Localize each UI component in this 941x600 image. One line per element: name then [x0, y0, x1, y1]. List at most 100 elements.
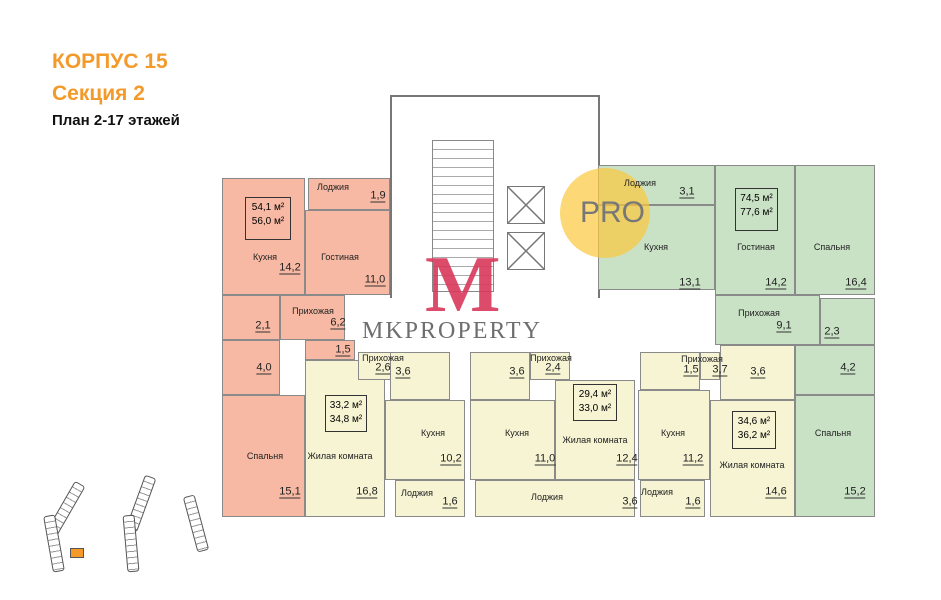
room — [358, 352, 393, 380]
room-area: 1,6 — [442, 495, 458, 509]
brand-watermark: MKPROPERTY — [362, 318, 542, 344]
room — [700, 352, 720, 380]
room — [640, 352, 700, 390]
room — [390, 352, 450, 400]
room-label: Прихожая — [681, 354, 723, 364]
elevator — [507, 232, 545, 270]
room-area: 9,1 — [776, 319, 792, 333]
room-area: 15,1 — [279, 485, 301, 499]
room-area: 11,2 — [682, 452, 704, 466]
room — [305, 210, 390, 295]
room-area: 16,8 — [356, 485, 378, 499]
apartment-area-box: 29,4 м² 33,0 м² — [573, 384, 617, 421]
room — [555, 380, 635, 480]
room — [640, 480, 705, 517]
room-area: 1,5 — [335, 343, 351, 357]
full-area: 77,6 м² — [740, 207, 773, 218]
room-area: 14,2 — [765, 276, 787, 290]
room-area: 3,6 — [622, 495, 638, 509]
room-label: Лоджия — [641, 487, 673, 497]
total-area: 54,1 м² — [251, 202, 285, 213]
apartment-area-box: 33,2 м² 34,8 м² — [325, 395, 367, 432]
room-area: 11,0 — [534, 452, 556, 466]
room — [385, 400, 465, 480]
room — [530, 352, 570, 380]
building-minimap — [40, 470, 210, 573]
room — [795, 345, 875, 395]
building-title: КОРПУС 15 — [52, 50, 168, 73]
room-area: 12,4 — [616, 452, 638, 466]
section-title: Секция 2 — [52, 82, 145, 105]
room-area: 16,4 — [845, 276, 867, 290]
room-area: 1,9 — [370, 189, 386, 203]
room-label: Прихожая — [362, 353, 404, 363]
room — [280, 295, 345, 340]
room — [305, 360, 385, 517]
room-area: 6,2 — [330, 316, 346, 330]
room-area: 2,3 — [824, 325, 840, 339]
total-area: 29,4 м² — [578, 389, 612, 400]
corridor — [390, 298, 715, 348]
room-area: 10,2 — [440, 452, 462, 466]
room-label: Прихожая — [738, 308, 780, 318]
total-area: 33,2 м² — [329, 400, 363, 411]
apartment-area-box: 74,5 м² 77,6 м² — [735, 188, 778, 231]
room-label: Прихожая — [292, 306, 334, 316]
room — [222, 295, 280, 340]
room — [820, 298, 875, 345]
room-label: Спальня — [246, 451, 284, 461]
elevator — [507, 186, 545, 224]
plan-subtitle: План 2-17 этажей — [52, 112, 180, 129]
full-area: 33,0 м² — [578, 403, 612, 414]
room-label: Кухня — [643, 242, 669, 252]
room — [795, 395, 875, 517]
room-label: Прихожая — [530, 353, 572, 363]
full-area: 56,0 м² — [251, 216, 285, 227]
full-area: 36,2 м² — [737, 430, 771, 441]
room-area: 1,6 — [685, 495, 701, 509]
room-area: 4,0 — [256, 361, 272, 375]
room-area: 14,2 — [279, 261, 301, 275]
total-area: 34,6 м² — [737, 416, 771, 427]
room-area: 3,7 — [712, 363, 728, 377]
room — [795, 165, 875, 295]
room-label: Жилая комната — [562, 435, 628, 445]
room-label: Лоджия — [401, 488, 433, 498]
room-area: 3,6 — [750, 365, 766, 379]
room-label: Гостиная — [737, 242, 775, 252]
room-label: Спальня — [814, 428, 852, 438]
room — [470, 400, 555, 480]
room — [395, 480, 465, 517]
room-label: Кухня — [420, 428, 446, 438]
room-label: Гостиная — [321, 252, 359, 262]
room — [305, 340, 355, 360]
room-label: Жилая комната — [307, 451, 373, 461]
room — [715, 295, 820, 345]
total-area: 74,5 м² — [740, 193, 773, 204]
room-area: 2,4 — [545, 361, 561, 375]
apartment-area-box: 34,6 м² 36,2 м² — [732, 411, 776, 449]
pro-badge-watermark: PRO — [560, 168, 650, 258]
room-label: Лоджия — [531, 492, 563, 502]
room-area: 3,1 — [679, 185, 695, 199]
pro-badge-text: PRO — [580, 196, 646, 229]
room-area: 15,2 — [844, 485, 866, 499]
room — [475, 480, 635, 517]
room — [715, 165, 795, 295]
room — [222, 395, 305, 517]
room-label: Кухня — [504, 428, 530, 438]
apartment-area-box: 54,1 м² 56,0 м² — [245, 197, 291, 240]
room-area: 3,6 — [509, 365, 525, 379]
staircase — [432, 140, 494, 292]
room-area: 2,1 — [255, 319, 271, 333]
room-area: 14,6 — [765, 485, 787, 499]
room-label: Лоджия — [317, 182, 349, 192]
room-label: Жилая комната — [719, 460, 785, 470]
room — [470, 352, 530, 400]
full-area: 34,8 м² — [329, 414, 363, 425]
room-label: Кухня — [660, 428, 686, 438]
room — [720, 345, 795, 400]
room-area: 13,1 — [679, 276, 701, 290]
